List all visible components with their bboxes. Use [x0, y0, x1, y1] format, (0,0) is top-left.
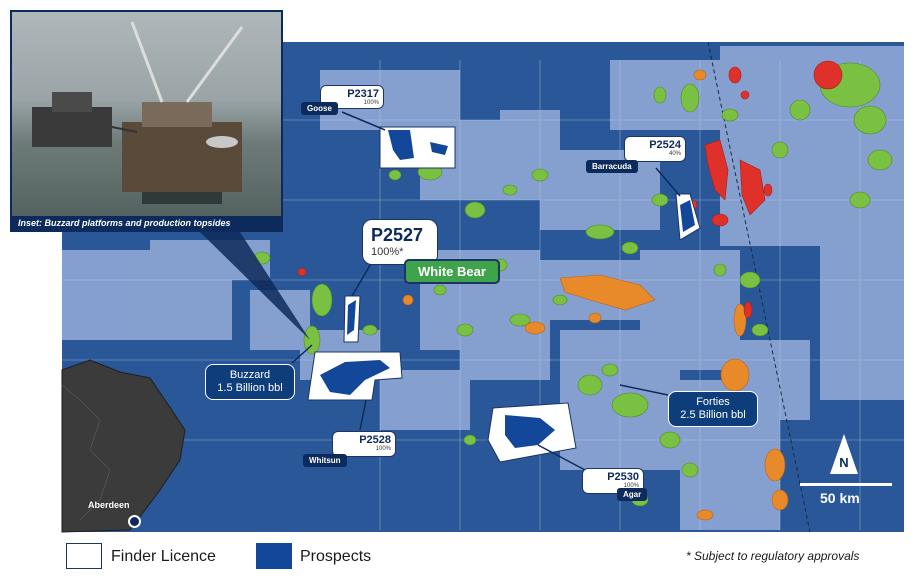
licence-label-p2524: P2524 40% [624, 136, 686, 162]
licence-pct: 100% [623, 483, 639, 489]
legend-prospects-swatch [256, 543, 292, 569]
field-name: Buzzard [229, 369, 271, 381]
legend-finder-swatch [66, 543, 102, 569]
licence-id: P2317 [347, 88, 379, 100]
prospect-tag-barracuda: Barracuda [586, 160, 638, 173]
licence-pct: 100% [363, 100, 379, 106]
legend-prospects-label: Prospects [300, 548, 372, 565]
field-label-buzzard: Buzzard 1.5 Billion bbl [205, 364, 295, 400]
finder-licences [307, 126, 701, 463]
prospect-tag-goose: Goose [301, 102, 338, 115]
platform-illustration [32, 21, 244, 204]
city-marker-aberdeen [128, 515, 141, 528]
licence-id: P2524 [649, 139, 681, 151]
inset-photo: Inset: Buzzard platforms and production … [10, 10, 283, 232]
scotland-coast [61, 359, 186, 533]
licence-pct: 40% [668, 151, 681, 157]
licence-label-p2528: P2528 100% [332, 431, 396, 457]
licence-pct: 100%* [371, 246, 404, 258]
field-name: Forties [696, 396, 730, 408]
scale-bar [800, 483, 892, 486]
north-arrow-icon [830, 434, 858, 474]
licence-id: P2527 [371, 225, 424, 245]
licence-id: P2528 [359, 434, 391, 446]
city-label-aberdeen: Aberdeen [88, 500, 130, 510]
red-fields [297, 60, 843, 319]
prospect-tag-white-bear: White Bear [404, 259, 500, 284]
licence-label-p2317: P2317 100% [320, 85, 384, 109]
north-label: N [839, 455, 849, 470]
field-label-forties: Forties 2.5 Billion bbl [668, 391, 758, 427]
prospect-white-bear [347, 300, 356, 335]
prospect-whitsun [320, 360, 390, 395]
licence-label-p2527: P2527 100%* [362, 219, 438, 265]
prospect-agar [505, 415, 555, 448]
field-size: 1.5 Billion bbl [217, 382, 283, 394]
licence-pct: 100% [375, 446, 391, 452]
prospect-barracuda [680, 200, 695, 232]
prospect-goose [388, 130, 414, 160]
field-size: 2.5 Billion bbl [680, 409, 746, 421]
callout-lines [291, 111, 681, 471]
regulatory-note: * Subject to regulatory approvals [686, 549, 860, 563]
inset-caption: Inset: Buzzard platforms and production … [12, 216, 281, 230]
gas-fields [402, 69, 789, 521]
scale-label: 50 km [820, 490, 860, 506]
licence-id: P2530 [607, 471, 639, 483]
inset-pointer [200, 232, 310, 340]
prospect-tag-agar: Agar [617, 488, 648, 501]
prospect-tag-whitsun: Whitsun [303, 454, 347, 467]
legend-finder-label: Finder Licence [111, 548, 216, 565]
